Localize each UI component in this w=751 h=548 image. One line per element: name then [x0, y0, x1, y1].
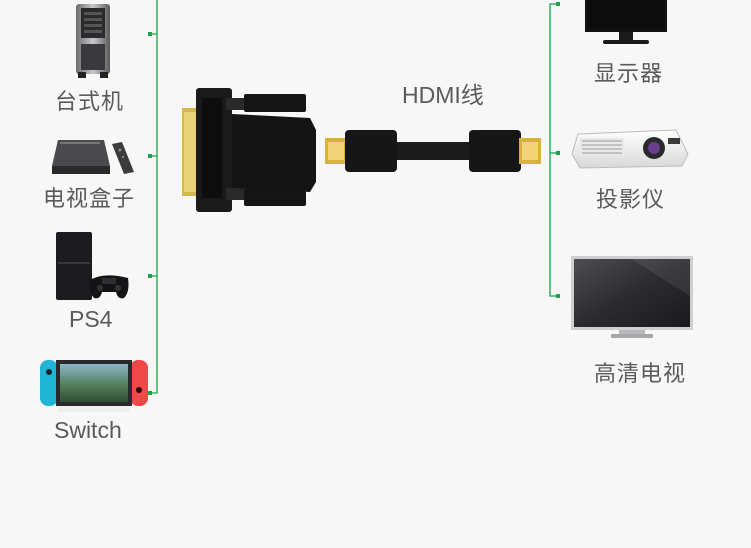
display-label-hdtv: 高清电视: [594, 362, 687, 387]
display-label-monitor: 显示器: [594, 62, 664, 87]
desktop-tower-icon: [72, 4, 114, 78]
cable-label: HDMI线: [402, 82, 484, 108]
hdmi-cable-icon: [325, 128, 541, 174]
ps4-console-icon: [56, 232, 130, 302]
dvi-to-hdmi-adapter-icon: [180, 88, 320, 214]
source-label-ps4: PS4: [69, 306, 113, 332]
source-label-tv-box: 电视盒子: [43, 187, 136, 212]
source-label-desktop: 台式机: [55, 90, 125, 115]
source-label-switch: Switch: [54, 417, 122, 443]
projector-icon: [570, 124, 690, 172]
monitor-icon: [585, 0, 667, 46]
nintendo-switch-icon: [38, 358, 150, 414]
tv-box-icon: [52, 138, 136, 178]
hdtv-icon: [571, 256, 693, 340]
display-label-projector: 投影仪: [596, 188, 666, 213]
